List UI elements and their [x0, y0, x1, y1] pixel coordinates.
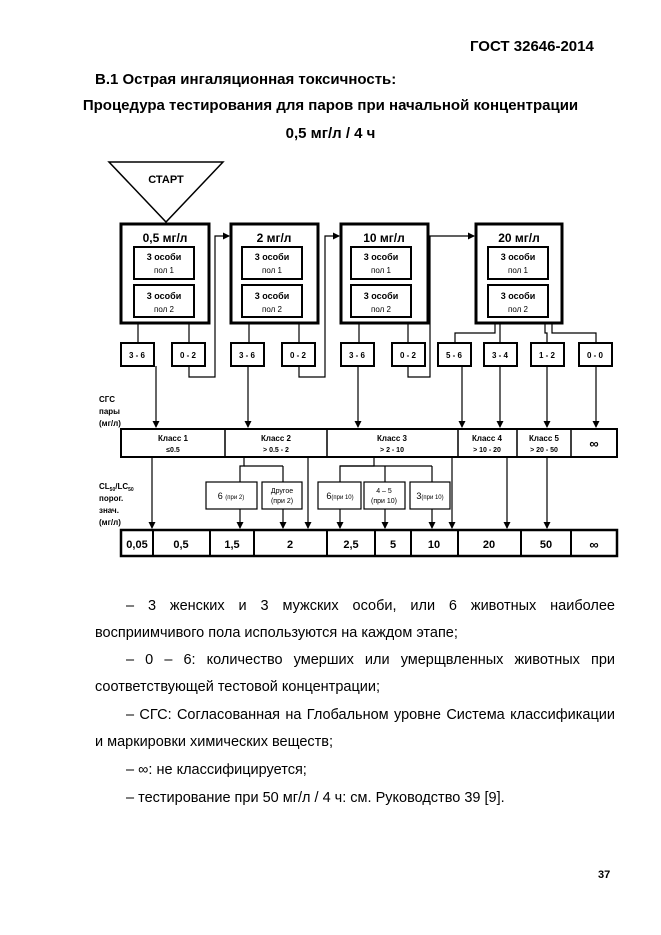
title-line-2: 0,5 мг/л / 4 ч [285, 125, 376, 142]
sub-box-text: 6(при 10) [326, 491, 353, 501]
box-text: 3 особи [255, 252, 289, 262]
box-text: 3 особи [501, 252, 535, 262]
cl50-label-line: знач. [99, 506, 119, 515]
box-text: 3 особи [364, 291, 398, 301]
class-range: > 20 - 50 [530, 447, 558, 454]
class-range: ≤0.5 [166, 447, 180, 454]
cutoff-value: 50 [540, 539, 552, 551]
threshold-sub-boxes: 6 (при 2) Другое (при 2) 6(при 10) 4 – 5… [205, 481, 451, 510]
cutoff-value: 0,5 [173, 539, 188, 551]
stage-conc: 10 мг/л [363, 231, 405, 245]
outcome-label: 0 - 2 [290, 351, 307, 360]
cl50-label-line: (мг/л) [99, 518, 121, 527]
connectors [137, 232, 600, 529]
cutoff-value: 1,5 [224, 539, 239, 551]
sub-box-text: (при 10) [371, 498, 397, 505]
outcome-label: 0 - 0 [587, 351, 604, 360]
sub-box-text: (при 2) [271, 498, 293, 505]
box-text: 3 особи [147, 291, 181, 301]
page-number: 37 [598, 869, 611, 881]
box-text: пол 2 [371, 305, 391, 314]
start-label: СТАРТ [148, 174, 184, 186]
stage-20: 20 мг/л 3 особи пол 1 3 особи пол 2 [474, 222, 564, 325]
class-name: Класс 1 [158, 434, 189, 443]
sub-box-text: 4 – 5 [376, 488, 392, 495]
note-4: – ∞: не классифицируется; [126, 762, 307, 778]
outcome-label: 3 - 4 [492, 351, 509, 360]
start-node: СТАРТ [107, 161, 225, 224]
ghs-label-line: СГС [99, 395, 115, 404]
note-3: – СГС: Согласованная на Глобальном уровн… [95, 707, 615, 750]
note-1: – 3 женских и 3 мужских особи, или 6 жив… [95, 598, 615, 641]
box-text: 3 особи [255, 291, 289, 301]
cutoff-value: 2,5 [343, 539, 358, 551]
box-text: 3 особи [147, 252, 181, 262]
cutoff-value: 10 [428, 539, 440, 551]
ghs-label-line: (мг/л) [99, 419, 121, 428]
outcome-label: 5 - 6 [446, 351, 463, 360]
cutoff-value: 5 [390, 539, 396, 551]
outcome-row: 3 - 6 0 - 2 3 - 6 0 - 2 3 - 6 0 - 2 5 - … [120, 342, 613, 367]
section-heading: В.1 Острая ингаляционная токсичность: [95, 71, 397, 88]
cutoff-value: 0,05 [126, 539, 147, 551]
cutoff-value: 2 [287, 539, 293, 551]
outcome-label: 1 - 2 [539, 351, 556, 360]
stage-conc: 20 мг/л [498, 231, 540, 245]
stage-conc: 2 мг/л [257, 231, 292, 245]
cl50-label-line: CL50/LC50 [99, 482, 134, 493]
note-5: – тестирование при 50 мг/л / 4 ч: см. Ру… [126, 790, 505, 806]
class-range: > 0.5 - 2 [263, 447, 289, 454]
box-text: 3 особи [364, 252, 398, 262]
box-text: пол 2 [154, 305, 174, 314]
stage-2: 2 мг/л 3 особи пол 1 3 особи пол 2 [229, 222, 320, 325]
outcome-label: 0 - 2 [400, 351, 417, 360]
class-name: Класс 4 [472, 434, 503, 443]
class-name: ∞ [589, 436, 598, 451]
note-2: – 0 – 6: количество умерших или умерщвле… [95, 652, 615, 695]
box-text: пол 1 [262, 266, 282, 275]
stage-0-5: 0,5 мг/л 3 особи пол 1 3 особи пол 2 [119, 222, 211, 325]
outcome-label: 3 - 6 [349, 351, 366, 360]
class-range: > 10 - 20 [473, 447, 501, 454]
cl50-label-line: порог. [99, 494, 123, 503]
box-text: пол 1 [508, 266, 528, 275]
ghs-label: СГС пары (мг/л) [99, 395, 121, 428]
cutoff-row: 0,05 0,5 1,5 2 2,5 5 10 20 50 ∞ [119, 528, 619, 558]
ghs-label-line: пары [99, 407, 120, 416]
outcome-label: 0 - 2 [180, 351, 197, 360]
class-name: Класс 3 [377, 434, 408, 443]
outcome-label: 3 - 6 [239, 351, 256, 360]
box-text: пол 1 [371, 266, 391, 275]
sub-box-text: Другое [271, 488, 293, 495]
sub-box-text: 6 (при 2) [218, 491, 244, 501]
class-row: Класс 1 ≤0.5 Класс 2 > 0.5 - 2 Класс 3 >… [120, 428, 618, 458]
box-text: пол 2 [262, 305, 282, 314]
sub-box-text: 3(при 10) [416, 491, 443, 501]
stage-10: 10 мг/л 3 особи пол 1 3 особи пол 2 [339, 222, 430, 325]
class-range: > 2 - 10 [380, 447, 404, 454]
box-text: пол 2 [508, 305, 528, 314]
doc-code: ГОСТ 32646-2014 [470, 38, 594, 55]
outcome-label: 3 - 6 [129, 351, 146, 360]
stage-conc: 0,5 мг/л [143, 231, 188, 245]
title-line-1: Процедура тестирования для паров при нач… [82, 97, 579, 114]
class-name: Класс 5 [529, 434, 560, 443]
box-text: пол 1 [154, 266, 174, 275]
cutoff-value: ∞ [589, 537, 598, 552]
class-name: Класс 2 [261, 434, 292, 443]
cutoff-value: 20 [483, 539, 495, 551]
box-text: 3 особи [501, 291, 535, 301]
cl50-label: CL50/LC50 порог. знач. (мг/л) [99, 482, 134, 527]
